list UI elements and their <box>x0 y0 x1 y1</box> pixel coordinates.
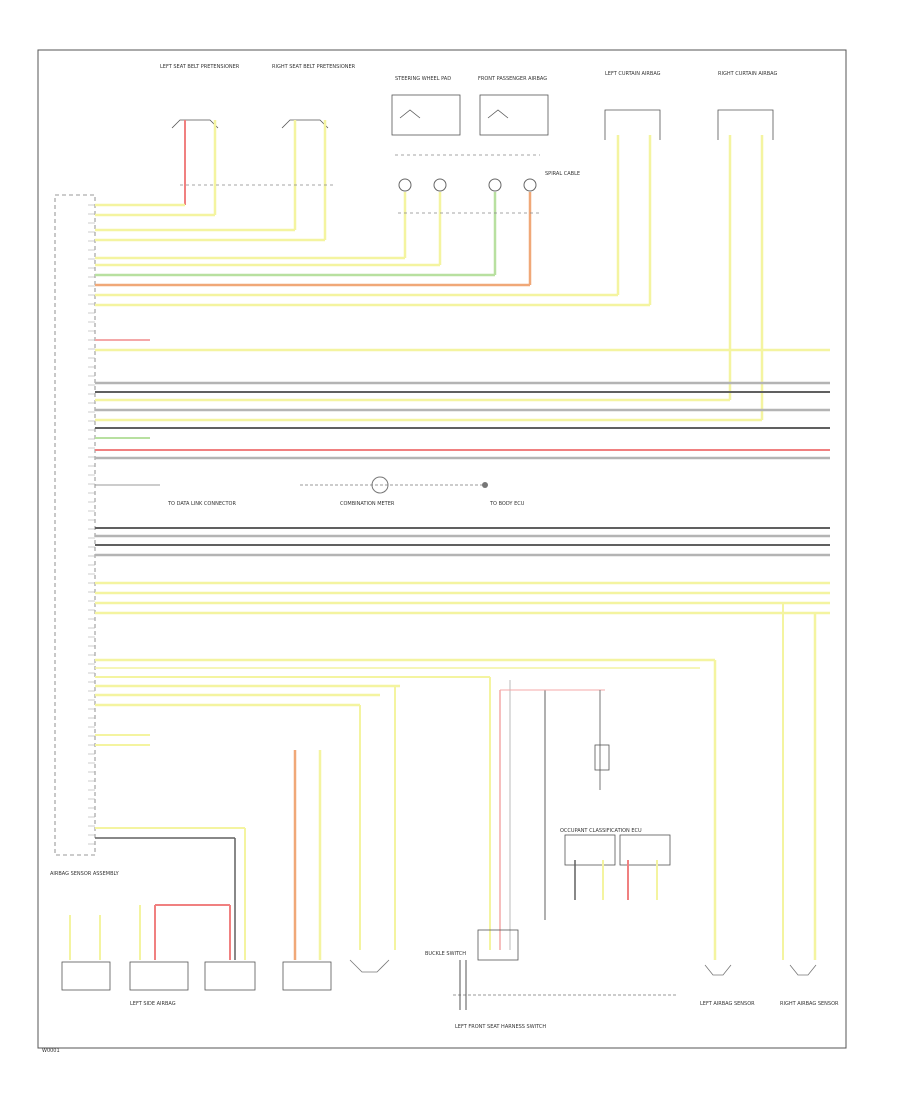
data-link-line <box>95 476 488 494</box>
label-combination-meter: COMBINATION METER <box>340 501 395 507</box>
label-steering-wheel-pad: STEERING WHEEL PAD <box>395 76 451 82</box>
lower-left-components <box>61 686 396 991</box>
module-bracket <box>54 194 96 856</box>
right-curtain-airbag <box>717 109 774 420</box>
lower-harness <box>95 581 830 839</box>
front-passenger-airbag <box>479 94 549 136</box>
label-left-curtain-airbag: LEFT CURTAIN AIRBAG <box>605 71 661 77</box>
label-right-airbag-sensor: RIGHT AIRBAG SENSOR <box>780 1001 839 1007</box>
spiral-cable-connectors <box>398 178 537 285</box>
label-diagram-id: W0001 <box>42 1048 60 1054</box>
lower-center-harness <box>453 677 678 1010</box>
middle-harness <box>95 339 830 460</box>
label-buckle-switch: BUCKLE SWITCH <box>425 951 466 957</box>
label-left-side-airbag: LEFT SIDE AIRBAG <box>130 1001 176 1007</box>
label-to-data-link: TO DATA LINK CONNECTOR <box>167 501 236 507</box>
label-front-passenger-airbag: FRONT PASSENGER AIRBAG <box>478 76 547 82</box>
label-right-seat-belt-pretensioner: RIGHT SEAT BELT PRETENSIONER <box>272 64 356 70</box>
label-right-curtain-airbag: RIGHT CURTAIN AIRBAG <box>718 71 778 77</box>
steering-wheel-pad <box>391 94 461 136</box>
top-component-left-2 <box>281 119 329 240</box>
label-occupant-classification-ecu: OCCUPANT CLASSIFICATION ECU <box>560 828 642 834</box>
label-spiral-cable: SPIRAL CABLE <box>545 171 580 177</box>
diagram-labels: AIRBAG SENSOR ASSEMBLY STEERING WHEEL PA… <box>42 64 839 1054</box>
label-left-front-seat-harness-switch: LEFT FRONT SEAT HARNESS SWITCH <box>455 1024 546 1030</box>
label-left-airbag-sensor: LEFT AIRBAG SENSOR <box>700 1001 755 1007</box>
label-left-seat-belt-pretensioner: LEFT SEAT BELT PRETENSIONER <box>160 64 240 70</box>
right-vertical-wires <box>704 603 817 976</box>
module-pins <box>88 204 95 845</box>
upper-harness <box>95 203 650 307</box>
label-to-body-ecu: TO BODY ECU <box>489 501 525 507</box>
top-component-left-1 <box>171 119 219 215</box>
left-curtain-airbag <box>604 109 661 305</box>
label-airbag-sensor-assembly: AIRBAG SENSOR ASSEMBLY <box>50 871 120 877</box>
gray-bus <box>95 527 830 557</box>
diagram-frame <box>37 49 847 1049</box>
